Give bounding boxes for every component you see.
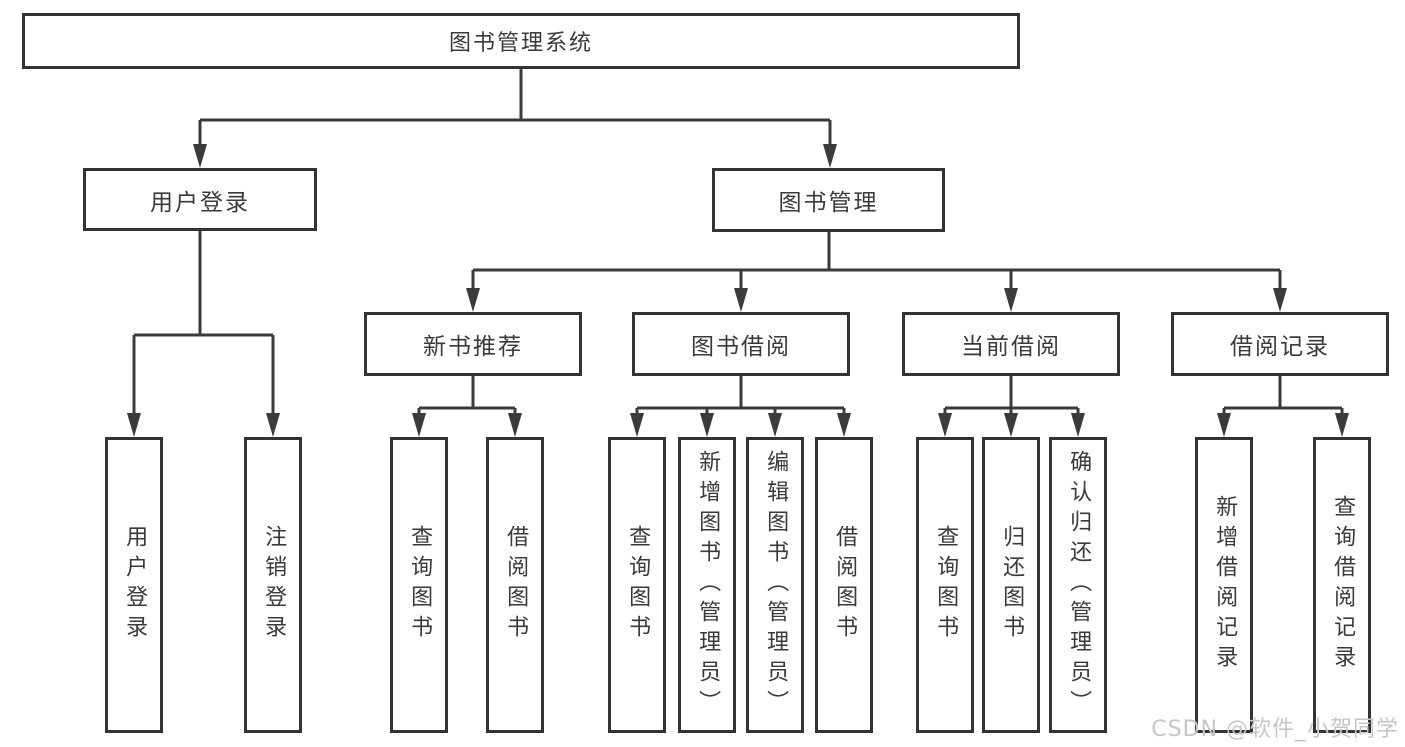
arrowhead-icon <box>412 413 426 437</box>
connector-path <box>1222 376 1344 415</box>
leaf-confirm-return-admin: 确认归还（管理员） <box>1049 437 1107 733</box>
node-book-borrow: 图书借阅 <box>632 312 850 376</box>
leaf-add-borrow-record: 新增借阅记录 <box>1195 437 1253 733</box>
arrowhead-icon <box>266 413 280 437</box>
leaf-query-borrow-record: 查询借阅记录 <box>1313 437 1371 733</box>
node-book-management: 图书管理 <box>712 168 945 232</box>
connector-path <box>132 231 275 415</box>
leaf-query-books: 查询图书 <box>390 437 448 733</box>
node-borrow-records: 借阅记录 <box>1171 312 1389 376</box>
node-user-login: 用户登录 <box>83 168 317 231</box>
leaf-borrow-books: 借阅图书 <box>486 437 544 733</box>
arrowhead-icon <box>508 413 522 437</box>
arrowhead-icon <box>1273 288 1287 312</box>
leaf-borrow-books: 借阅图书 <box>815 437 873 733</box>
arrowhead-icon <box>630 413 644 437</box>
leaf-return-books: 归还图书 <box>982 437 1040 733</box>
arrowhead-icon <box>1004 413 1018 437</box>
connector-path <box>198 69 832 146</box>
leaf-add-books-admin: 新增图书（管理员） <box>678 437 736 733</box>
arrowhead-icon <box>823 144 837 168</box>
arrowhead-icon <box>700 413 714 437</box>
node-new-book-recommend: 新书推荐 <box>364 312 582 376</box>
arrowhead-icon <box>1335 413 1349 437</box>
arrowhead-icon <box>837 413 851 437</box>
arrowhead-icon <box>1071 413 1085 437</box>
arrowhead-icon <box>127 413 141 437</box>
arrowhead-icon <box>734 288 748 312</box>
leaf-logout: 注销登录 <box>244 437 302 733</box>
leaf-query-books: 查询图书 <box>916 437 974 733</box>
connector-path <box>471 232 1282 290</box>
connector-path <box>635 376 846 415</box>
arrowhead-icon <box>193 144 207 168</box>
arrowhead-icon <box>768 413 782 437</box>
leaf-user-login: 用户登录 <box>105 437 163 733</box>
connector-path <box>417 376 517 415</box>
arrowhead-icon <box>1004 288 1018 312</box>
arrowhead-icon <box>466 288 480 312</box>
node-current-borrow: 当前借阅 <box>902 312 1120 376</box>
arrowhead-icon <box>938 413 952 437</box>
node-root-system: 图书管理系统 <box>22 13 1020 69</box>
leaf-edit-books-admin: 编辑图书（管理员） <box>746 437 804 733</box>
leaf-query-books: 查询图书 <box>608 437 666 733</box>
arrowhead-icon <box>1217 413 1231 437</box>
csdn-watermark: CSDN @软件_小贺同学 <box>1151 717 1399 742</box>
connector-path <box>943 376 1080 415</box>
